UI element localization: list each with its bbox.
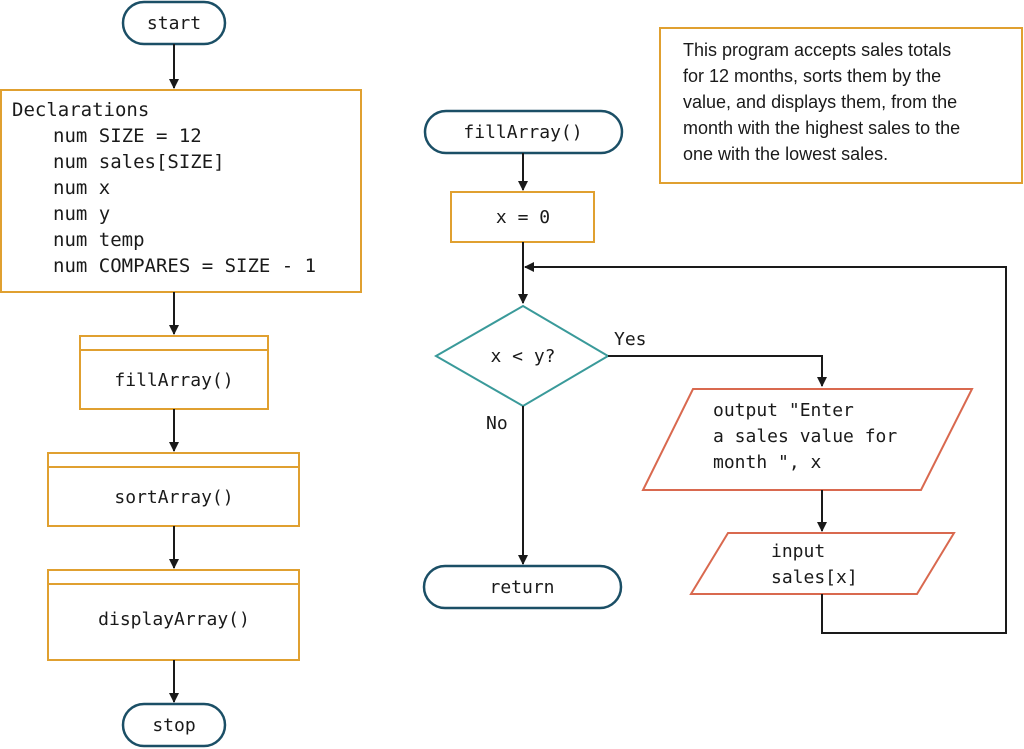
fill-array-call-box: fillArray() (79, 335, 269, 410)
output-line: month ", x (713, 452, 822, 473)
note-line: one with the lowest sales. (683, 144, 888, 164)
declaration-line: num x (53, 177, 110, 199)
declaration-line: num temp (53, 229, 145, 251)
output-line: a sales value for (713, 426, 897, 447)
display-array-call-label: displayArray() (98, 609, 250, 630)
start-label: start (147, 13, 201, 34)
return-terminal: return (422, 564, 623, 610)
init-x-label: x = 0 (496, 207, 550, 228)
return-label: return (489, 577, 554, 598)
declaration-line: num SIZE = 12 (53, 125, 202, 147)
declaration-line: num sales[SIZE] (53, 151, 225, 173)
output-line: output "Enter (713, 400, 854, 421)
init-x-box: x = 0 (450, 191, 595, 243)
no-label: No (486, 413, 508, 434)
fill-array-title: fillArray() (463, 122, 582, 143)
note-line: This program accepts sales totals (683, 40, 951, 60)
fill-array-terminal: fillArray() (423, 109, 624, 155)
loop-back-connector (524, 262, 1007, 634)
declarations-heading: Declarations (12, 99, 149, 121)
note-line: for 12 months, sorts them by the (683, 66, 941, 86)
stop-label: stop (152, 715, 195, 736)
condition-diamond: x < y? (433, 304, 610, 408)
start-terminal: start (121, 0, 227, 46)
note-line: month with the highest sales to the (683, 118, 960, 138)
display-array-call-box: displayArray() (47, 569, 300, 661)
declarations-box: Declarations num SIZE = 12 num sales[SIZ… (0, 89, 362, 293)
yes-connector (608, 355, 827, 387)
fill-array-call-label: fillArray() (114, 370, 233, 391)
stop-terminal: stop (121, 702, 227, 748)
note-line: value, and displays them, from the (683, 92, 957, 112)
sort-array-call-box: sortArray() (47, 452, 300, 527)
declaration-line: num COMPARES = SIZE - 1 (53, 255, 316, 277)
yes-label: Yes (614, 329, 647, 350)
declaration-line: num y (53, 203, 110, 225)
input-parallelogram: input sales[x] (689, 532, 956, 595)
condition-label: x < y? (490, 346, 555, 367)
description-note: This program accepts sales totals for 12… (659, 27, 1023, 184)
input-line: sales[x] (771, 567, 858, 588)
output-prompt-parallelogram: output "Enter a sales value for month ",… (641, 388, 974, 491)
sort-array-call-label: sortArray() (114, 487, 233, 508)
input-line: input (771, 541, 825, 562)
